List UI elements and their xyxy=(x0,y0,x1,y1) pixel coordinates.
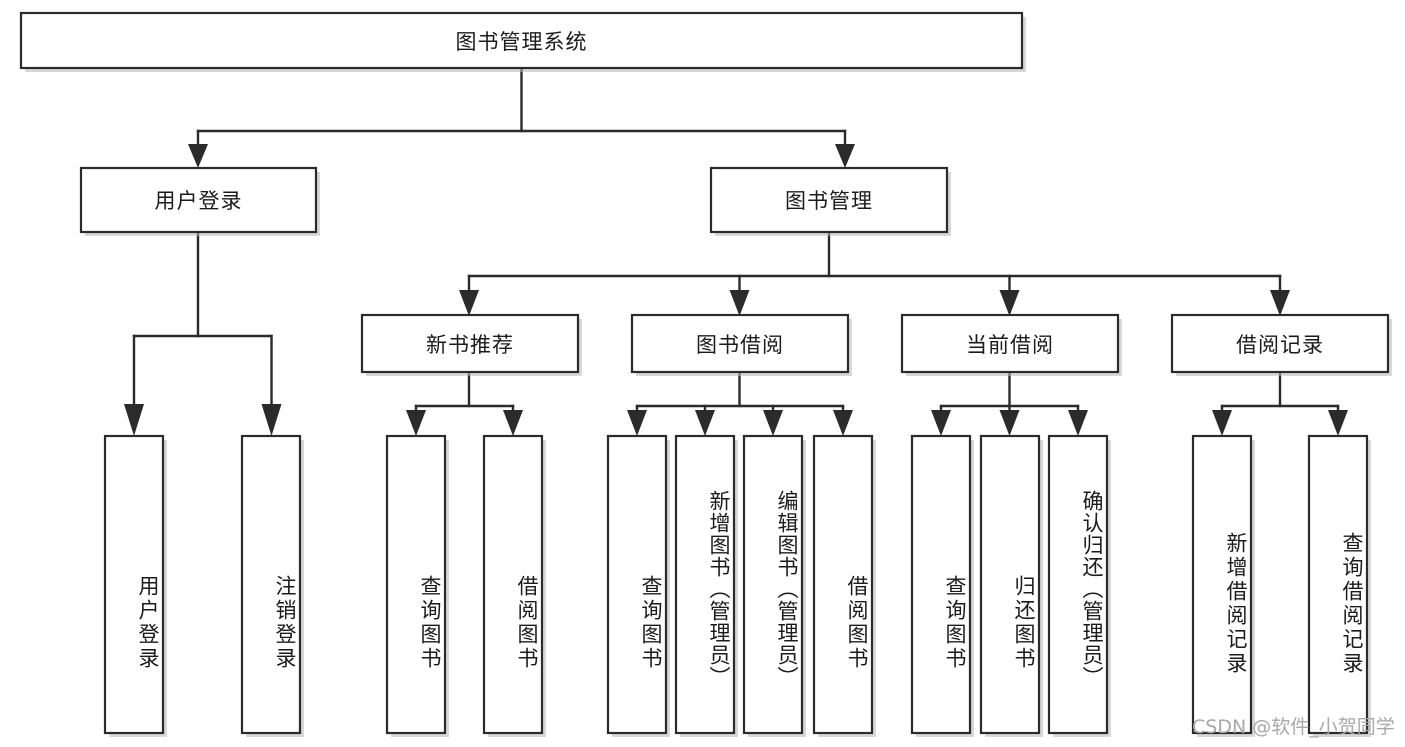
arrow-head-leaf-add-book xyxy=(695,410,715,436)
arrow-head-book-borrow xyxy=(729,290,750,316)
arrow-head-leaf-borrow-book-1 xyxy=(503,410,523,436)
arrow-head-leaf-logout-login xyxy=(261,404,282,436)
connector-layer xyxy=(124,66,1348,436)
arrow-head-leaf-return-book xyxy=(999,410,1020,436)
node-user-login[interactable] xyxy=(79,166,318,234)
node-root[interactable] xyxy=(19,11,1024,70)
arrow-head-book-manage xyxy=(835,144,855,168)
arrow-head-leaf-query-book-3 xyxy=(931,410,951,436)
node-new-book-recommend[interactable] xyxy=(360,313,580,374)
arrow-head-borrow-record xyxy=(1270,290,1290,316)
node-layer xyxy=(19,11,1392,737)
node-leaf-logout-login[interactable] xyxy=(240,434,302,735)
node-leaf-borrow-book-1[interactable] xyxy=(482,434,544,735)
arrow-head-leaf-edit-book xyxy=(763,410,783,436)
node-leaf-return-book[interactable] xyxy=(979,434,1041,735)
arrow-head-leaf-query-book-2 xyxy=(627,410,647,436)
node-leaf-query-record[interactable] xyxy=(1307,434,1369,735)
arrow-head-leaf-borrow-book-2 xyxy=(833,410,853,436)
node-leaf-query-book-3[interactable] xyxy=(910,434,972,735)
arrow-head-leaf-confirm-return xyxy=(1068,410,1088,436)
node-leaf-query-book-1[interactable] xyxy=(385,434,447,735)
arrow-head-user-login xyxy=(188,144,208,168)
arrow-head-current-borrow xyxy=(999,290,1020,316)
arrow-head-leaf-user-login xyxy=(124,404,144,436)
node-leaf-edit-book[interactable] xyxy=(742,434,804,735)
node-leaf-add-book[interactable] xyxy=(674,434,736,735)
node-current-borrow[interactable] xyxy=(900,313,1120,374)
arrow-head-leaf-query-record xyxy=(1328,410,1348,436)
arrow-head-new-book-recommend xyxy=(459,290,479,316)
node-book-borrow[interactable] xyxy=(630,313,850,374)
arrow-head-leaf-query-book-1 xyxy=(406,410,426,436)
node-leaf-user-login[interactable] xyxy=(103,434,165,735)
arrow-head-leaf-add-record xyxy=(1212,410,1232,436)
node-borrow-record[interactable] xyxy=(1170,313,1390,374)
node-leaf-add-record[interactable] xyxy=(1191,434,1253,735)
node-leaf-borrow-book-2[interactable] xyxy=(812,434,874,735)
node-leaf-confirm-return[interactable] xyxy=(1047,434,1109,735)
node-leaf-query-book-2[interactable] xyxy=(606,434,668,735)
node-book-manage[interactable] xyxy=(709,166,949,234)
